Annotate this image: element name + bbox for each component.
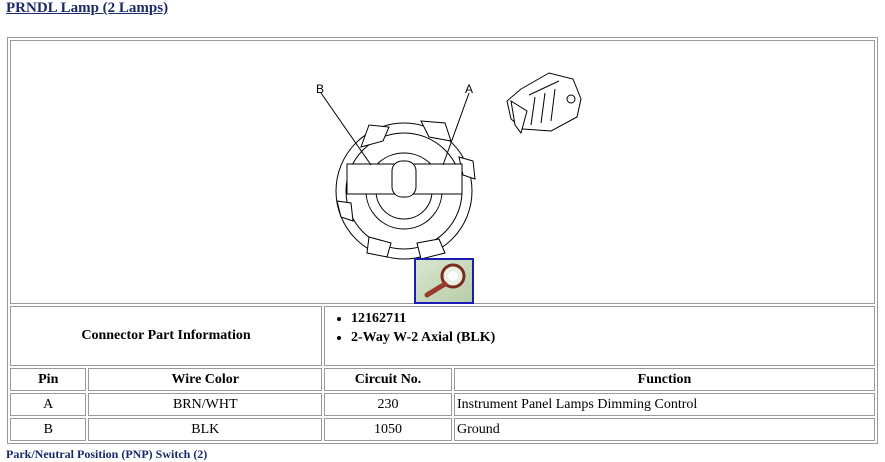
pin-b-label: B: [316, 82, 324, 96]
connector-info-label: Connector Part Information: [10, 306, 322, 366]
col-header-pin: Pin: [10, 368, 87, 391]
zoom-button[interactable]: [414, 258, 474, 304]
part-list: 12162711 2-Way W-2 Axial (BLK): [327, 309, 872, 347]
connector-diagram: B A: [316, 72, 582, 260]
col-header-circuit: Circuit No.: [324, 368, 452, 391]
table-row: A BRN/WHT 230 Instrument Panel Lamps Dim…: [10, 393, 875, 416]
connector-side-drawing: [506, 72, 582, 135]
next-section-title-link[interactable]: Park/Neutral Position (PNP) Switch (2): [6, 447, 208, 461]
part-description: 2-Way W-2 Axial (BLK): [351, 328, 872, 347]
circuit-cell: 230: [324, 393, 452, 416]
wire-color-cell: BRN/WHT: [88, 393, 322, 416]
circuit-cell: 1050: [324, 418, 452, 441]
part-number: 12162711: [351, 309, 872, 328]
function-cell: Ground: [454, 418, 875, 441]
connector-face-drawing: [320, 92, 476, 260]
connector-table: B A: [7, 37, 878, 444]
pin-cell: A: [10, 393, 87, 416]
col-header-function: Function: [454, 368, 875, 391]
function-cell: Instrument Panel Lamps Dimming Control: [454, 393, 875, 416]
magnifier-icon: [416, 260, 472, 302]
table-row: B BLK 1050 Ground: [10, 418, 875, 441]
page-title-link[interactable]: PRNDL Lamp (2 Lamps): [6, 0, 169, 16]
connector-info-values: 12162711 2-Way W-2 Axial (BLK): [324, 306, 875, 366]
pin-a-label: A: [465, 82, 473, 96]
col-header-wire-color: Wire Color: [88, 368, 322, 391]
wire-color-cell: BLK: [88, 418, 322, 441]
pin-cell: B: [10, 418, 87, 441]
connector-diagram-cell: B A: [10, 40, 875, 304]
